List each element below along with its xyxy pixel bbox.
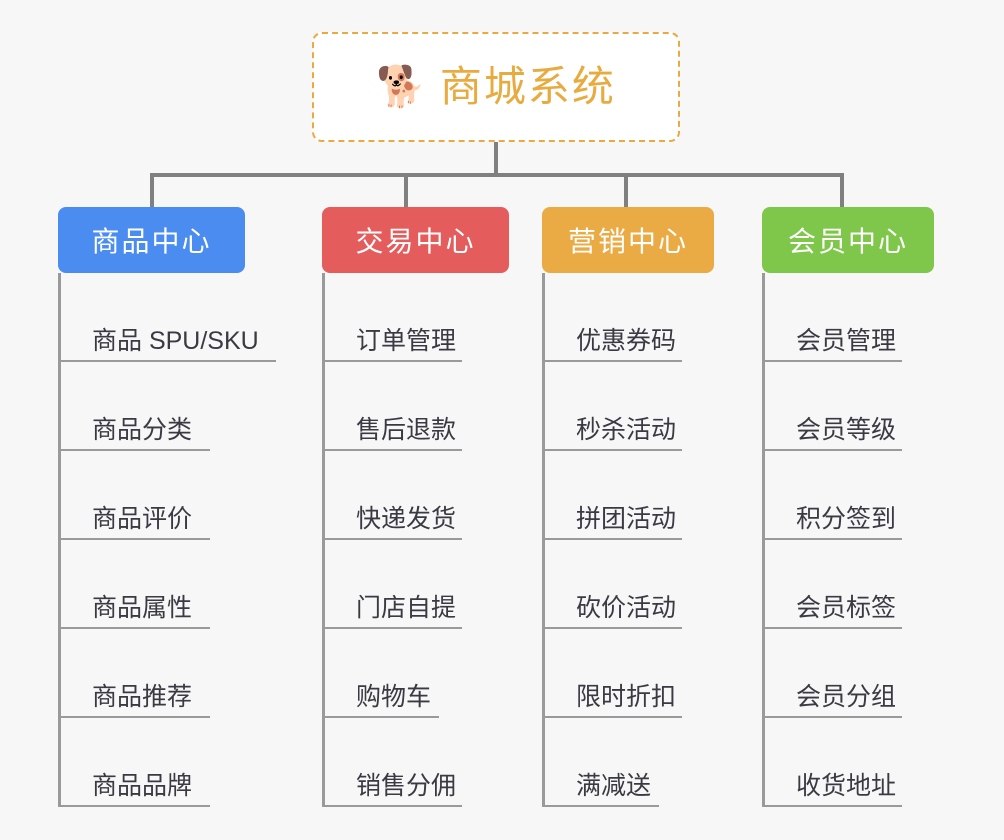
leaf-underline [322,627,462,629]
list-item[interactable]: 秒杀活动 [542,362,688,451]
leaf-label: 秒杀活动 [576,416,677,444]
category-header-marketing-center[interactable]: 营销中心 [542,207,714,273]
list-item[interactable]: 砍价活动 [542,540,688,629]
list-item[interactable]: 门店自提 [322,540,468,629]
leaf-label: 会员分组 [796,683,897,711]
list-item[interactable]: 积分签到 [762,451,908,540]
leaf-underline [542,627,682,629]
list-item[interactable]: 会员等级 [762,362,908,451]
leaf-label: 商品 SPU/SKU [92,327,259,355]
leaf-underline [542,716,682,718]
leaf-label: 商品分类 [92,416,193,444]
leaf-label: 商品推荐 [92,683,193,711]
leaf-list-trade-center: 订单管理售后退款快递发货门店自提购物车销售分佣 [322,273,468,807]
leaf-underline [542,449,682,451]
column-trade-center: 交易中心订单管理售后退款快递发货门店自提购物车销售分佣 [322,207,509,807]
leaf-label: 积分签到 [796,505,897,533]
leaf-label: 商品评价 [92,505,193,533]
connector-drop-member-center [840,173,844,209]
list-item[interactable]: 会员管理 [762,273,908,362]
leaf-label: 购物车 [356,683,432,711]
leaf-label: 会员等级 [796,416,897,444]
list-item[interactable]: 商品品牌 [58,718,271,807]
list-item[interactable]: 快递发货 [322,451,468,540]
list-item[interactable]: 满减送 [542,718,688,807]
list-item[interactable]: 商品属性 [58,540,271,629]
list-item[interactable]: 拼团活动 [542,451,688,540]
leaf-list-marketing-center: 优惠券码秒杀活动拼团活动砍价活动限时折扣满减送 [542,273,688,807]
leaf-underline [762,716,902,718]
spine-member-center [762,273,765,807]
leaf-underline [58,538,210,540]
list-item[interactable]: 购物车 [322,629,468,718]
leaf-underline [762,360,902,362]
leaf-label: 收货地址 [796,772,897,800]
leaf-label: 门店自提 [356,594,457,622]
leaf-label: 优惠券码 [576,327,677,355]
leaf-list-product-center: 商品 SPU/SKU 商品分类商品评价商品属性商品推荐商品品牌 [58,273,276,807]
leaf-underline [762,538,902,540]
category-header-member-center[interactable]: 会员中心 [762,207,934,273]
leaf-label: 快递发货 [356,505,457,533]
column-product-center: 商品中心商品 SPU/SKU 商品分类商品评价商品属性商品推荐商品品牌 [58,207,276,807]
leaf-label: 商品品牌 [92,772,193,800]
list-item[interactable]: 收货地址 [762,718,908,807]
leaf-underline [322,538,462,540]
column-member-center: 会员中心会员管理会员等级积分签到会员标签会员分组收货地址 [762,207,934,807]
connector-root-stem [494,142,498,175]
leaf-underline [542,360,682,362]
leaf-label: 满减送 [576,772,652,800]
list-item[interactable]: 会员标签 [762,540,908,629]
leaf-label: 销售分佣 [356,772,457,800]
leaf-underline [322,805,462,807]
list-item[interactable]: 销售分佣 [322,718,468,807]
category-header-trade-center[interactable]: 交易中心 [322,207,509,273]
leaf-label: 砍价活动 [576,594,677,622]
root-node-mall-system[interactable]: 🐕 商城系统 [312,32,680,142]
leaf-label: 订单管理 [356,327,457,355]
column-marketing-center: 营销中心优惠券码秒杀活动拼团活动砍价活动限时折扣满减送 [542,207,714,807]
list-item[interactable]: 优惠券码 [542,273,688,362]
connector-drop-trade-center [404,173,408,209]
shiba-dog-face-icon: 🐕 [376,65,426,109]
spine-product-center [58,273,61,807]
leaf-label: 会员管理 [796,327,897,355]
connector-horizontal-bus [150,173,840,177]
leaf-underline [542,805,659,807]
list-item[interactable]: 售后退款 [322,362,468,451]
connector-drop-product-center [150,173,154,209]
spine-trade-center [322,273,325,807]
list-item[interactable]: 商品评价 [58,451,271,540]
leaf-underline [58,449,210,451]
list-item[interactable]: 商品 SPU/SKU [58,273,276,362]
leaf-label: 限时折扣 [576,683,677,711]
leaf-underline [322,360,462,362]
leaf-underline [762,627,902,629]
leaf-label: 拼团活动 [576,505,677,533]
leaf-underline [322,716,439,718]
leaf-underline [762,449,902,451]
leaf-underline [58,716,210,718]
leaf-underline [58,805,210,807]
leaf-underline [322,449,462,451]
list-item[interactable]: 订单管理 [322,273,468,362]
category-header-product-center[interactable]: 商品中心 [58,207,245,273]
list-item[interactable]: 会员分组 [762,629,908,718]
list-item[interactable]: 限时折扣 [542,629,688,718]
root-node-title: 商城系统 [439,63,616,110]
connector-drop-marketing-center [624,173,628,209]
leaf-underline [542,538,682,540]
leaf-underline [58,360,276,362]
list-item[interactable]: 商品分类 [58,362,271,451]
leaf-underline [58,627,210,629]
leaf-label: 会员标签 [796,594,897,622]
list-item[interactable]: 商品推荐 [58,629,271,718]
leaf-list-member-center: 会员管理会员等级积分签到会员标签会员分组收货地址 [762,273,908,807]
leaf-underline [762,805,902,807]
spine-marketing-center [542,273,545,807]
leaf-label: 商品属性 [92,594,193,622]
leaf-label: 售后退款 [356,416,457,444]
